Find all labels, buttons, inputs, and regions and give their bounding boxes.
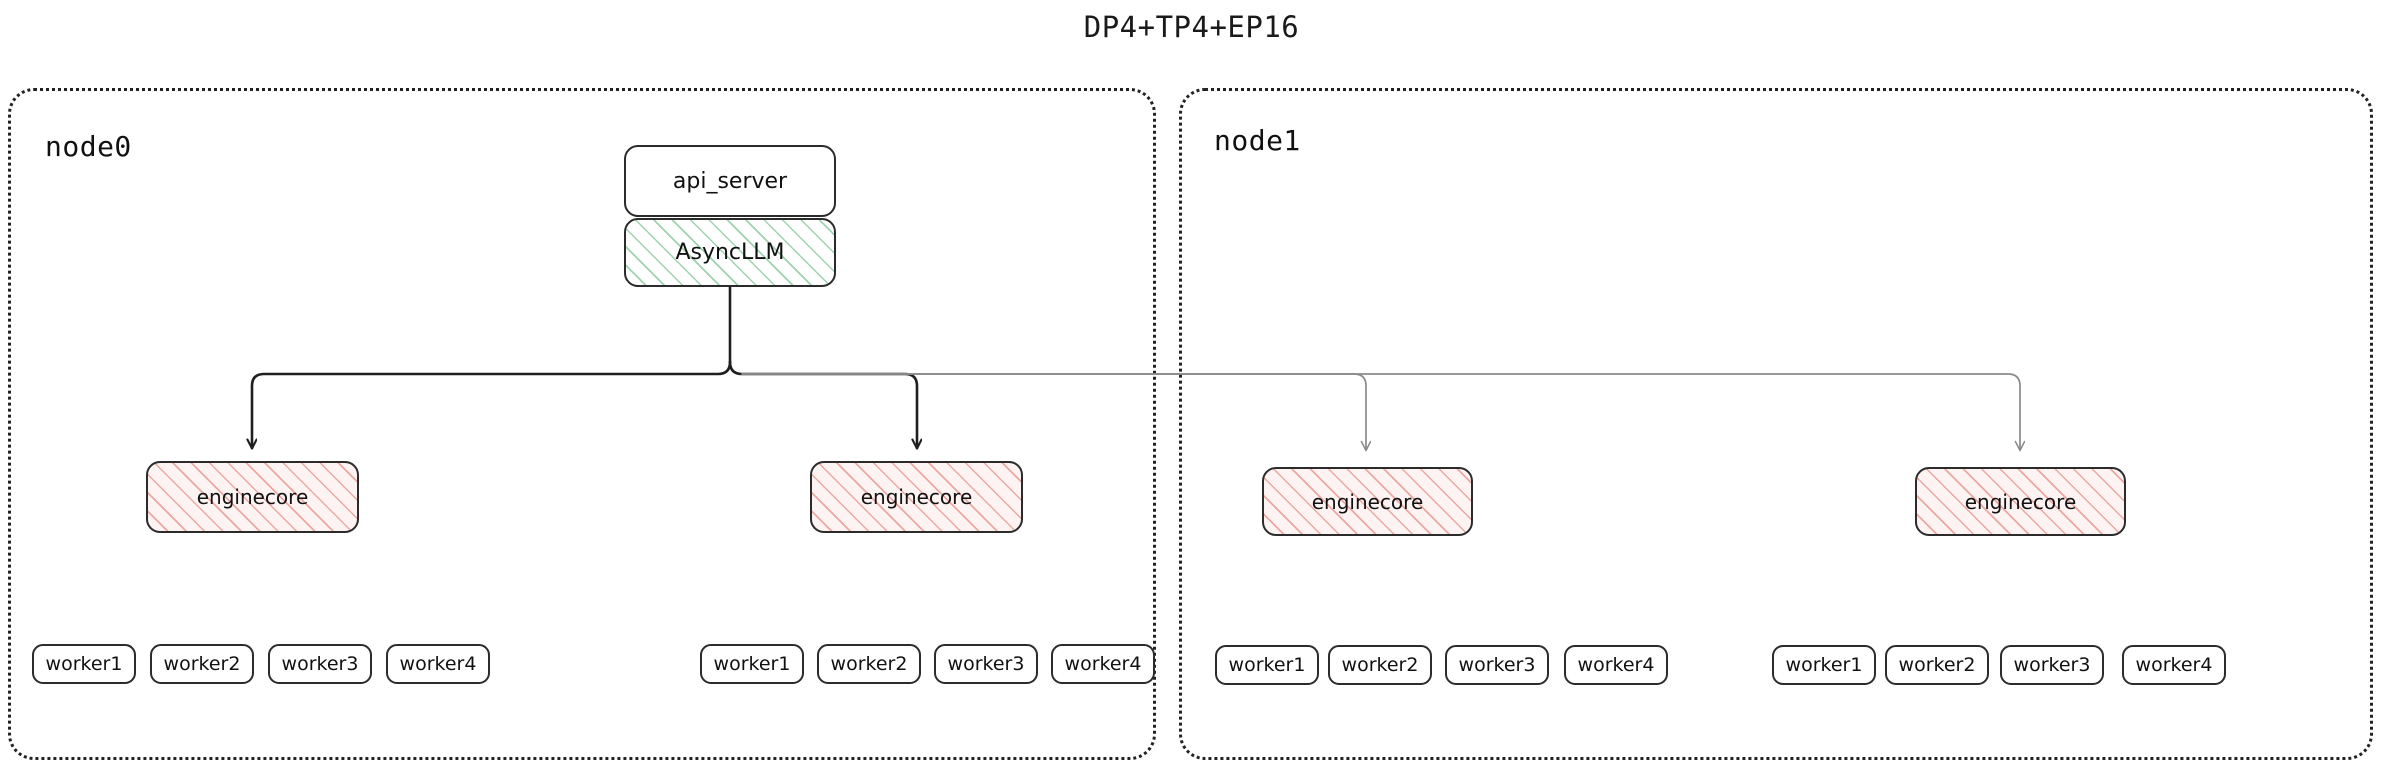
worker-n1e1-1[interactable]: worker1 [1215, 645, 1319, 685]
enginecore-node0-2[interactable]: enginecore [810, 461, 1023, 533]
enginecore-node1-2[interactable]: enginecore [1915, 467, 2126, 536]
node1-label: node1 [1214, 124, 1301, 157]
worker-n0e2-1[interactable]: worker1 [700, 644, 804, 684]
worker-n1e1-4[interactable]: worker4 [1564, 645, 1668, 685]
node0-label: node0 [45, 130, 132, 163]
api-server-box[interactable]: api_server [624, 145, 836, 217]
diagram-title: DP4+TP4+EP16 [1083, 10, 1300, 44]
worker-n0e1-4[interactable]: worker4 [386, 644, 490, 684]
worker-n0e1-2[interactable]: worker2 [150, 644, 254, 684]
worker-n0e2-2[interactable]: worker2 [817, 644, 921, 684]
worker-n0e2-3[interactable]: worker3 [934, 644, 1038, 684]
worker-n1e2-4[interactable]: worker4 [2122, 645, 2226, 685]
worker-n1e2-2[interactable]: worker2 [1885, 645, 1989, 685]
worker-n1e1-3[interactable]: worker3 [1445, 645, 1549, 685]
worker-n0e1-1[interactable]: worker1 [32, 644, 136, 684]
worker-n0e1-3[interactable]: worker3 [268, 644, 372, 684]
worker-n0e2-4[interactable]: worker4 [1051, 644, 1155, 684]
worker-n1e1-2[interactable]: worker2 [1328, 645, 1432, 685]
enginecore-node1-1[interactable]: enginecore [1262, 467, 1473, 536]
worker-n1e2-1[interactable]: worker1 [1772, 645, 1876, 685]
worker-n1e2-3[interactable]: worker3 [2000, 645, 2104, 685]
async-llm-box[interactable]: AsyncLLM [624, 218, 836, 287]
enginecore-node0-1[interactable]: enginecore [146, 461, 359, 533]
